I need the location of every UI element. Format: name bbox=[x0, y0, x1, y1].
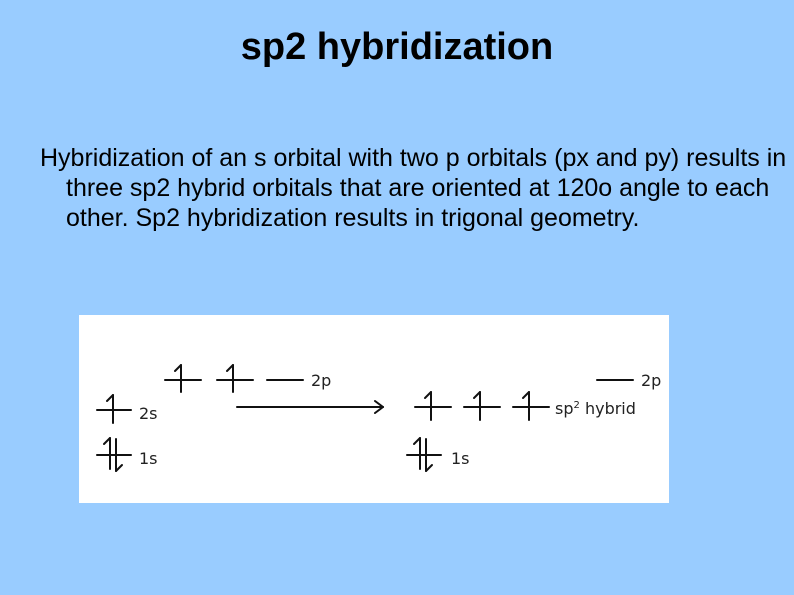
slide-body-text: Hybridization of an s orbital with two p… bbox=[40, 144, 787, 232]
orbital-energy-diagram: 2p 2s 1s 2p bbox=[79, 315, 669, 503]
sp2-hybrid-label: sp2 hybrid bbox=[555, 399, 636, 418]
left-1s-orbital bbox=[96, 437, 132, 472]
slide-title: sp2 hybridization bbox=[240, 26, 554, 68]
left-2p-label: 2p bbox=[311, 371, 331, 390]
left-2p-orbital-1 bbox=[164, 364, 202, 393]
sp2-hybrid-orbital-1 bbox=[414, 391, 452, 421]
left-1s-label: 1s bbox=[139, 449, 158, 468]
left-2s-orbital bbox=[96, 394, 132, 424]
left-2s-label: 2s bbox=[139, 404, 158, 423]
left-2p-orbital-2 bbox=[216, 364, 254, 393]
right-1s-label: 1s bbox=[451, 449, 470, 468]
sp2-hybrid-orbital-3 bbox=[512, 391, 550, 421]
right-2p-label: 2p bbox=[641, 371, 661, 390]
sp2-hybrid-orbital-2 bbox=[463, 391, 501, 421]
right-1s-orbital bbox=[406, 437, 442, 472]
hybridization-arrow bbox=[236, 400, 384, 414]
